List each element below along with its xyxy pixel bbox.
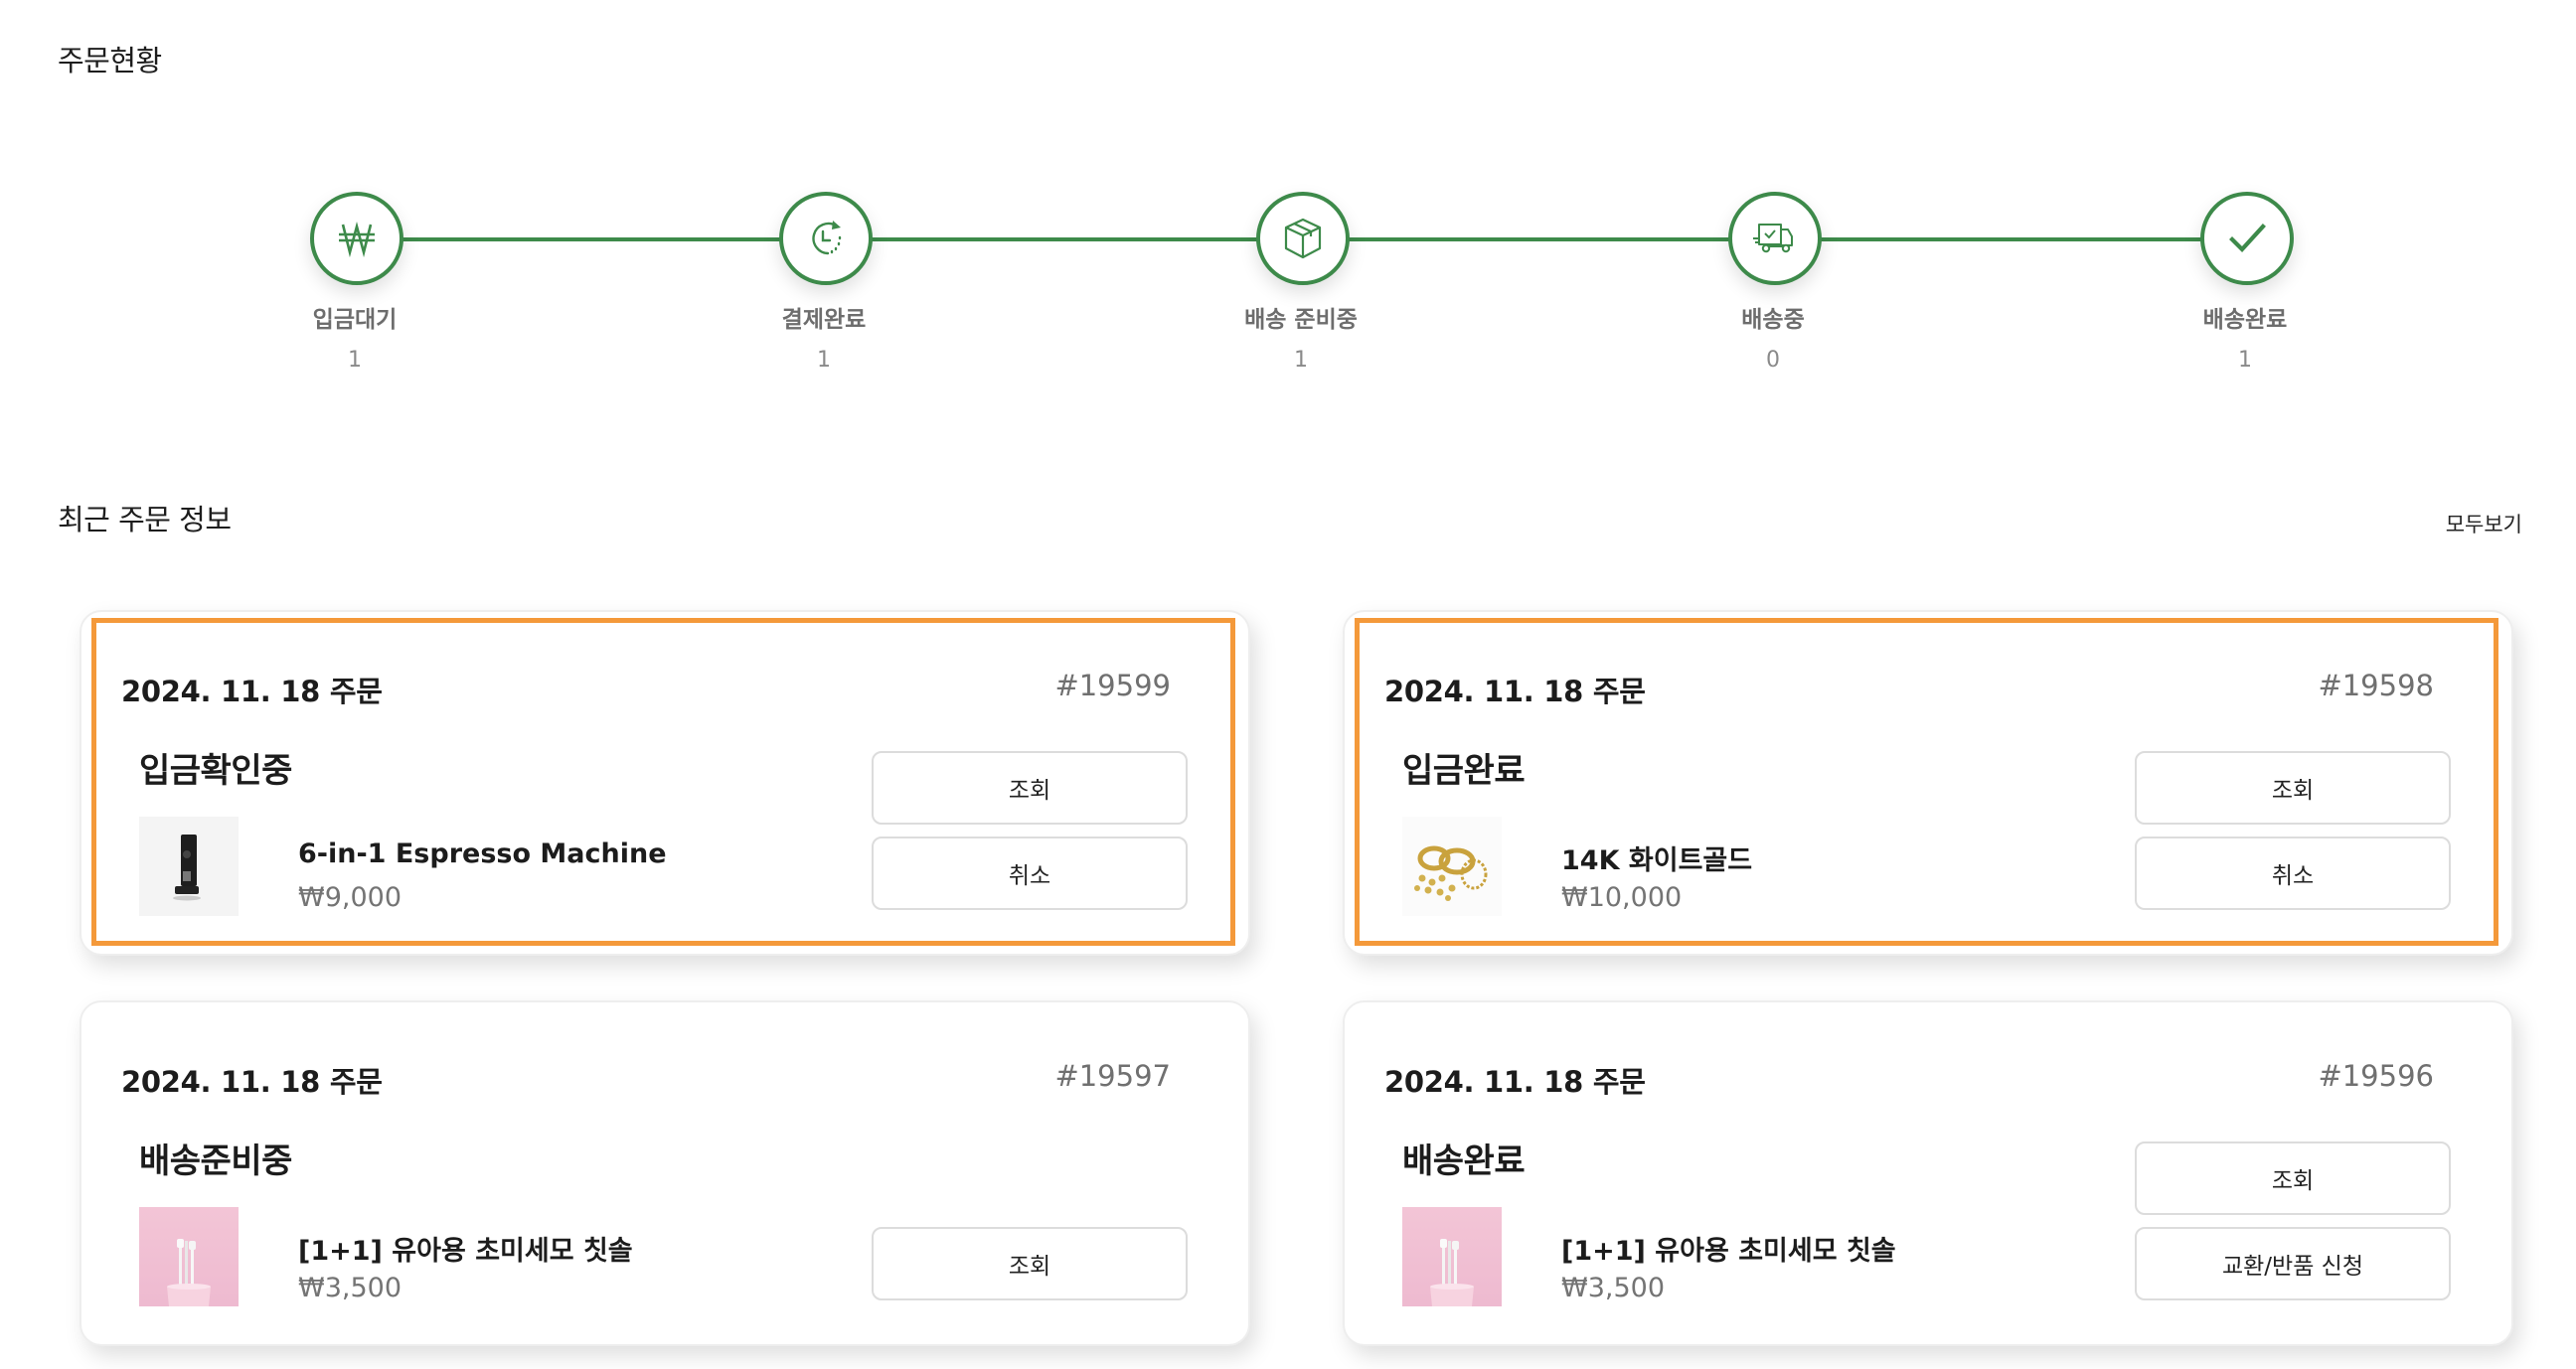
order-status: 입금완료 — [1402, 751, 1526, 791]
delivery-truck-icon — [1753, 224, 1793, 253]
order-number: #19598 — [2318, 669, 2434, 702]
product-name[interactable]: [1+1] 유아용 초미세모 칫솔 — [1561, 1236, 1896, 1267]
step-count: 1 — [2238, 348, 2252, 373]
step-circle[interactable] — [1728, 192, 1822, 285]
order-status: 배송준비중 — [139, 1141, 292, 1181]
step-count: 1 — [1294, 348, 1308, 373]
product-price: ₩3,500 — [1561, 1273, 1665, 1303]
order-card[interactable]: 2024. 11. 18 주문 #19599 입금확인중 6-in-1 Espr… — [80, 610, 1250, 956]
step-label: 결제완료 — [781, 307, 867, 333]
step-circle[interactable] — [310, 192, 403, 285]
cancel-order-button[interactable]: 취소 — [872, 837, 1188, 910]
clock-refresh-icon — [812, 221, 842, 255]
product-name[interactable]: 14K 화이트골드 — [1561, 845, 1753, 876]
order-number: #19599 — [1054, 669, 1171, 702]
view-all-link[interactable]: 모두보기 — [2445, 513, 2522, 536]
view-order-button[interactable]: 조회 — [2135, 1141, 2451, 1215]
view-order-button[interactable]: 조회 — [872, 751, 1188, 825]
cancel-order-button[interactable]: 취소 — [2135, 837, 2451, 910]
order-status: 입금확인중 — [139, 751, 292, 791]
order-card[interactable]: 2024. 11. 18 주문 #19596 배송완료 [1+1] 유아용 초미… — [1343, 1000, 2513, 1346]
order-card[interactable]: 2024. 11. 18 주문 #19598 입금완료 14K 화이트골드 ₩1… — [1343, 610, 2513, 956]
order-card[interactable]: 2024. 11. 18 주문 #19597 배송준비중 [1+1] 유아용 초… — [80, 1000, 1250, 1346]
espresso-machine-image[interactable] — [139, 817, 239, 916]
recent-orders-title: 최근 주문 정보 — [58, 503, 232, 536]
step-label: 배송 준비중 — [1244, 307, 1358, 333]
exchange-return-button[interactable]: 교환/반품 신청 — [2135, 1227, 2451, 1300]
step-label: 배송중 — [1741, 307, 1805, 333]
product-price: ₩3,500 — [298, 1273, 402, 1303]
order-date: 2024. 11. 18 주문 — [121, 1065, 383, 1099]
product-price: ₩10,000 — [1561, 882, 1683, 913]
step-count: 1 — [817, 348, 831, 373]
order-number: #19597 — [1054, 1059, 1171, 1093]
view-order-button[interactable]: 조회 — [2135, 751, 2451, 825]
order-date: 2024. 11. 18 주문 — [1384, 675, 1646, 708]
product-price: ₩9,000 — [298, 882, 402, 913]
step-label: 배송완료 — [2202, 307, 2288, 333]
step-count: 0 — [1766, 348, 1780, 373]
toothbrush-image[interactable] — [139, 1207, 239, 1306]
order-number: #19596 — [2318, 1059, 2434, 1093]
step-circle[interactable] — [2200, 192, 2294, 285]
step-count: 1 — [348, 348, 362, 373]
order-status-title: 주문현황 — [58, 44, 162, 77]
order-status: 배송완료 — [1402, 1141, 1526, 1181]
product-name[interactable]: 6-in-1 Espresso Machine — [298, 838, 667, 869]
box-icon — [1284, 218, 1322, 259]
order-date: 2024. 11. 18 주문 — [121, 675, 383, 708]
order-date: 2024. 11. 18 주문 — [1384, 1065, 1646, 1099]
step-circle[interactable] — [1256, 192, 1350, 285]
step-circle[interactable] — [779, 192, 873, 285]
toothbrush-image[interactable] — [1402, 1207, 1502, 1306]
step-label: 입금대기 — [312, 307, 398, 333]
gold-rings-image[interactable] — [1402, 817, 1502, 916]
won-icon — [339, 221, 375, 258]
product-name[interactable]: [1+1] 유아용 초미세모 칫솔 — [298, 1236, 633, 1267]
checkmark-icon — [2229, 224, 2266, 253]
view-order-button[interactable]: 조회 — [872, 1227, 1188, 1300]
